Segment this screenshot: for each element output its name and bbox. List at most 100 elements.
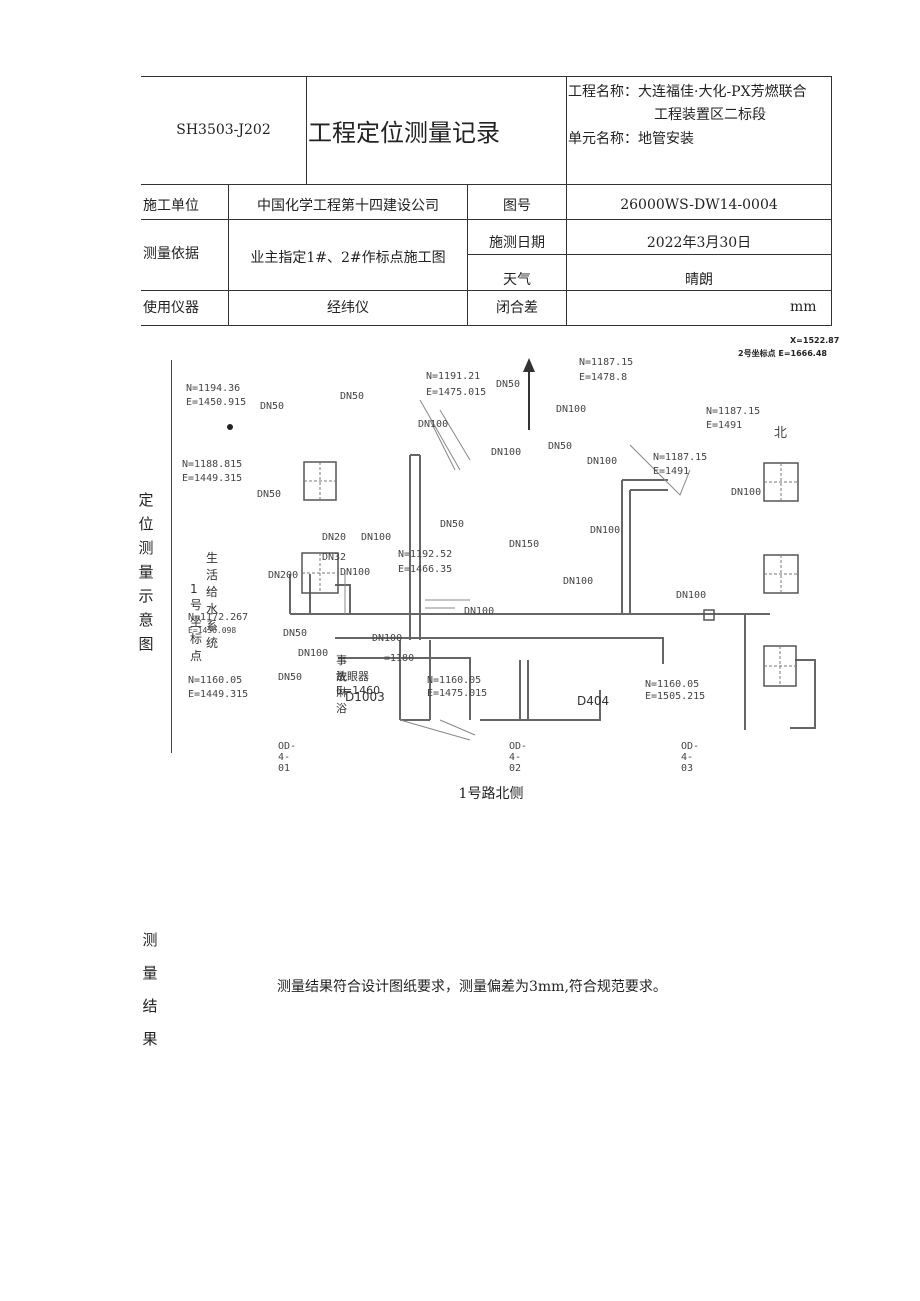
box-centerline (304, 462, 336, 500)
pipe-size: DN100 (563, 576, 594, 587)
coord-label: E=1491 (706, 420, 743, 431)
coord-label: N=1192.52 (398, 549, 453, 560)
pipe-size: DN50 (440, 519, 465, 530)
table-border-right (831, 76, 832, 325)
page-title: 工程定位测量记录 (308, 118, 500, 147)
pipe-size: DN50 (496, 379, 521, 390)
sketch-caption: 1号路北侧 (458, 786, 524, 802)
ref-point-x: X=1522.87 (790, 336, 840, 345)
sketch-divider (171, 360, 172, 753)
table-rule (467, 184, 468, 325)
pipe-line (621, 480, 631, 614)
pipe-line (409, 455, 421, 640)
side-char: 量 (142, 964, 158, 982)
coord-label: E=1478.8 (579, 372, 628, 383)
north-label: 北 (774, 426, 788, 441)
pipe-size: DN100 (731, 487, 762, 498)
table-rule (141, 219, 832, 220)
leader-line (425, 599, 470, 609)
pipe-size: DN100 (464, 606, 495, 617)
table-rule (141, 184, 832, 185)
side-char: 示 (138, 587, 154, 605)
closure-label: 闭合差 (496, 300, 538, 316)
pipe-size: DN100 (556, 404, 587, 415)
instrument-value: 经纬仪 (327, 300, 369, 316)
pipe-size: DN150 (509, 539, 540, 550)
box-centerline (302, 553, 338, 593)
coord-label: E=1475.015 (427, 688, 488, 699)
eyewash-label: 洗眼器E=1460 (336, 670, 381, 697)
pipe-line (519, 660, 529, 720)
box-centerline (764, 463, 798, 501)
pipe-size: DN50 (340, 391, 365, 402)
weather-label: 天气 (503, 272, 531, 288)
pipe-size: DN100 (418, 419, 449, 430)
side-char: 测 (138, 539, 154, 557)
leader-line (629, 444, 691, 496)
basis-value: 业主指定1#、2#作标点施工图 (250, 250, 446, 266)
water-system-label: 生活给水系统 (206, 551, 219, 650)
contractor-label: 施工单位 (143, 198, 199, 214)
coord-label: E=1505.215 (645, 691, 706, 702)
pipe-size: DN32 (322, 552, 347, 563)
side-char: 位 (138, 515, 154, 533)
coord-label: E=1491 (653, 466, 690, 477)
closure-unit: mm (790, 299, 817, 315)
pipe-line (399, 640, 431, 720)
coord-label: N=1194.36 (186, 383, 241, 394)
pipe-schematic (227, 358, 816, 741)
pipe-size: DN50 (548, 441, 573, 452)
shower-label: 事故淋浴 (336, 654, 347, 715)
coord-label: E=1449.315 (188, 689, 249, 700)
coord-label: N=1191.21 (426, 371, 481, 382)
pipe-size: DN100 (491, 447, 522, 458)
coord-label: N=1160.05 (645, 679, 700, 690)
pipe-size: DN100 (587, 456, 618, 467)
table-rule (306, 76, 307, 184)
table-rule (566, 76, 567, 325)
form-code: SH3503-J202 (176, 122, 271, 138)
side-char: 结 (142, 997, 158, 1015)
pipe-size: DN50 (260, 401, 285, 412)
coord-label: N=1187.15 (653, 452, 708, 463)
area-code: OD-4-01 (278, 741, 297, 774)
contractor-value: 中国化学工程第十四建设公司 (257, 198, 439, 214)
coord-label: E=1450.915 (186, 397, 247, 408)
equipment-tag: D1003 (345, 690, 385, 704)
coord-label: N=1188.815 (182, 459, 243, 470)
side-char: 定 (138, 491, 154, 509)
leader-line (399, 719, 476, 741)
coord-label: E=1449.315 (182, 473, 243, 484)
area-code: OD-4-02 (509, 741, 528, 774)
coord-label: E=1475.015 (426, 387, 487, 398)
box-centerline (764, 555, 798, 593)
coord-label: E=1436.098 (188, 626, 237, 635)
coord-label: N=1187.15 (706, 406, 761, 417)
coord-label: N=1160.05 (188, 675, 243, 686)
side-char: 果 (142, 1030, 158, 1048)
date-label: 施测日期 (489, 235, 545, 251)
project-name: 工程名称：大连福佳·大化-PX芳燃联合 (568, 84, 807, 100)
pipe-size: DN100 (298, 648, 329, 659)
drawing-label: 图号 (503, 198, 531, 214)
pipe-size: DN100 (590, 525, 621, 536)
survey-point-marker (227, 424, 233, 430)
pipe-size: DN100 (340, 567, 371, 578)
table-rule (467, 254, 832, 255)
side-char: 意 (138, 611, 154, 629)
pipe-size: DN50 (257, 489, 282, 500)
basis-label: 测量依据 (143, 246, 199, 262)
pipe-size: DN100 (361, 532, 392, 543)
pipe-size: DN200 (268, 570, 299, 581)
pipe-size: DN20 (322, 532, 347, 543)
pipe-line (480, 690, 601, 721)
area-code: OD-4-03 (681, 741, 700, 774)
coord-label: N=1160.05 (427, 675, 482, 686)
leader-line (419, 399, 471, 471)
date-value: 2022年3月30日 (646, 235, 752, 251)
pipe-line (622, 479, 668, 491)
valve-box (703, 609, 715, 621)
instrument-label: 使用仪器 (143, 300, 199, 316)
coord-label: N=1187.15 (579, 357, 634, 368)
project-name-cont: 工程装置区二标段 (654, 107, 766, 123)
